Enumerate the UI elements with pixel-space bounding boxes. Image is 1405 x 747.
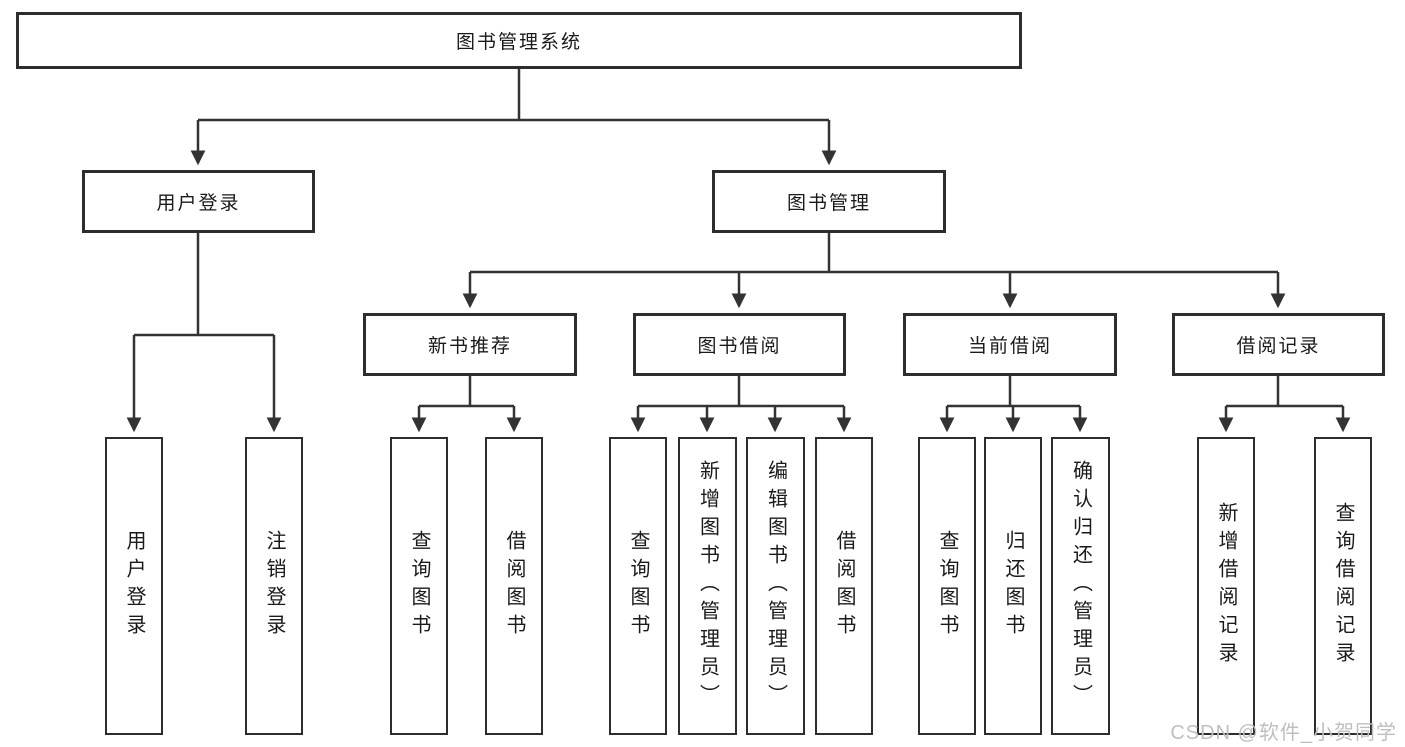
node-label: 图书管理 [786, 193, 871, 214]
node-leaf-return-book: 归还图书 [984, 437, 1042, 735]
node-label: 编辑图书（管理员） [764, 460, 787, 712]
node-leaf-add-book-admin: 新增图书（管理员） [678, 437, 737, 735]
node-leaf-borrow-book-borrowing: 借阅图书 [815, 437, 873, 735]
node-label: 用户登录 [156, 193, 241, 214]
node-label: 查询图书 [408, 530, 430, 642]
node-leaf-logout: 注销登录 [245, 437, 303, 735]
node-label: 图书借阅 [697, 336, 782, 357]
node-label: 借阅记录 [1236, 336, 1321, 357]
node-book-management: 图书管理 [712, 170, 946, 233]
node-label: 新增借阅记录 [1215, 502, 1237, 670]
node-label: 借阅图书 [833, 530, 855, 642]
node-leaf-query-book-borrowing: 查询图书 [609, 437, 667, 735]
node-leaf-query-book-current: 查询图书 [918, 437, 976, 735]
node-label: 归还图书 [1002, 530, 1024, 642]
node-label: 注销登录 [263, 530, 285, 642]
node-label: 用户登录 [123, 530, 145, 642]
node-library-management-system: 图书管理系统 [16, 12, 1022, 69]
node-borrowing-records: 借阅记录 [1172, 313, 1385, 376]
node-new-book-recommend: 新书推荐 [363, 313, 577, 376]
node-leaf-user-login: 用户登录 [105, 437, 163, 735]
node-leaf-query-borrow-record: 查询借阅记录 [1314, 437, 1372, 735]
node-leaf-edit-book-admin: 编辑图书（管理员） [746, 437, 805, 735]
node-label: 查询借阅记录 [1332, 502, 1354, 670]
node-leaf-borrow-book-recommend: 借阅图书 [485, 437, 543, 735]
node-user-login: 用户登录 [82, 170, 315, 233]
node-leaf-add-borrow-record: 新增借阅记录 [1197, 437, 1255, 735]
node-label: 查询图书 [627, 530, 649, 642]
node-label: 当前借阅 [967, 336, 1052, 357]
csdn-watermark: CSDN @软件_小贺同学 [1170, 722, 1397, 744]
node-label: 确认归还（管理员） [1069, 460, 1092, 712]
node-leaf-confirm-return-admin: 确认归还（管理员） [1051, 437, 1110, 735]
node-current-borrowing: 当前借阅 [903, 313, 1117, 376]
node-label: 查询图书 [936, 530, 958, 642]
node-book-borrowing: 图书借阅 [633, 313, 846, 376]
node-leaf-query-book-recommend: 查询图书 [390, 437, 448, 735]
node-label: 新书推荐 [427, 336, 512, 357]
node-label: 新增图书（管理员） [696, 460, 719, 712]
node-label: 借阅图书 [503, 530, 525, 642]
node-label: 图书管理系统 [455, 32, 582, 53]
